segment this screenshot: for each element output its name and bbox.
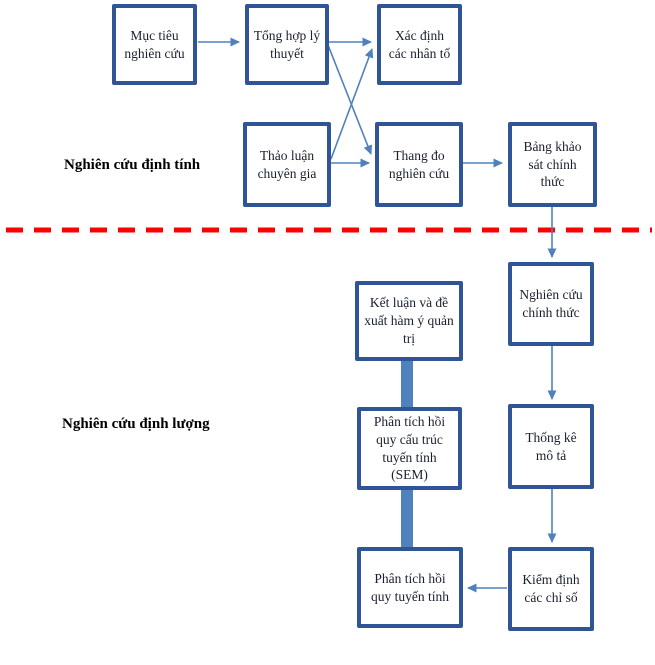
- thick-bar-hoiquy-sem: [401, 489, 413, 549]
- box-kiem-dinh-cac-chi-so: Kiểm định các chỉ số: [508, 547, 594, 631]
- box-ket-luan-va-de-xuat: Kết luận và đề xuất hàm ý quản trị: [355, 281, 463, 361]
- box-phan-tich-sem: Phân tích hồi quy cấu trúc tuyến tính (S…: [357, 407, 462, 490]
- arrow-tonghop-thangdo: [327, 44, 373, 155]
- box-bang-khao-sat-chinh-thuc: Bảng khảo sát chính thức: [508, 122, 597, 207]
- section-label-qualitative: Nghiên cứu định tính: [64, 157, 201, 173]
- box-nghien-cuu-chinh-thuc: Nghiên cứu chính thức: [508, 262, 594, 346]
- thick-connectors: [401, 360, 413, 549]
- arrow-thaoluan-xacdinh: [330, 48, 374, 160]
- arrows: [198, 37, 557, 593]
- box-thong-ke-mo-ta: Thống kê mô tả: [508, 404, 594, 489]
- box-tong-hop-ly-thuyet: Tổng hợp lý thuyết: [245, 4, 329, 85]
- thick-bar-sem-ketluan: [401, 360, 413, 408]
- box-thang-do-nghien-cuu: Thang đo nghiên cứu: [375, 122, 463, 207]
- box-xac-dinh-cac-nhan-to: Xác định các nhân tố: [377, 4, 462, 85]
- box-thao-luan-chuyen-gia: Thảo luận chuyên gia: [243, 122, 331, 207]
- box-muc-tieu-nghien-cuu: Mục tiêu nghiên cứu: [112, 4, 197, 85]
- box-phan-tich-hoi-quy-tuyen-tinh: Phân tích hồi quy tuyến tính: [357, 547, 463, 628]
- section-label-quantitative: Nghiên cứu định lượng: [62, 416, 210, 432]
